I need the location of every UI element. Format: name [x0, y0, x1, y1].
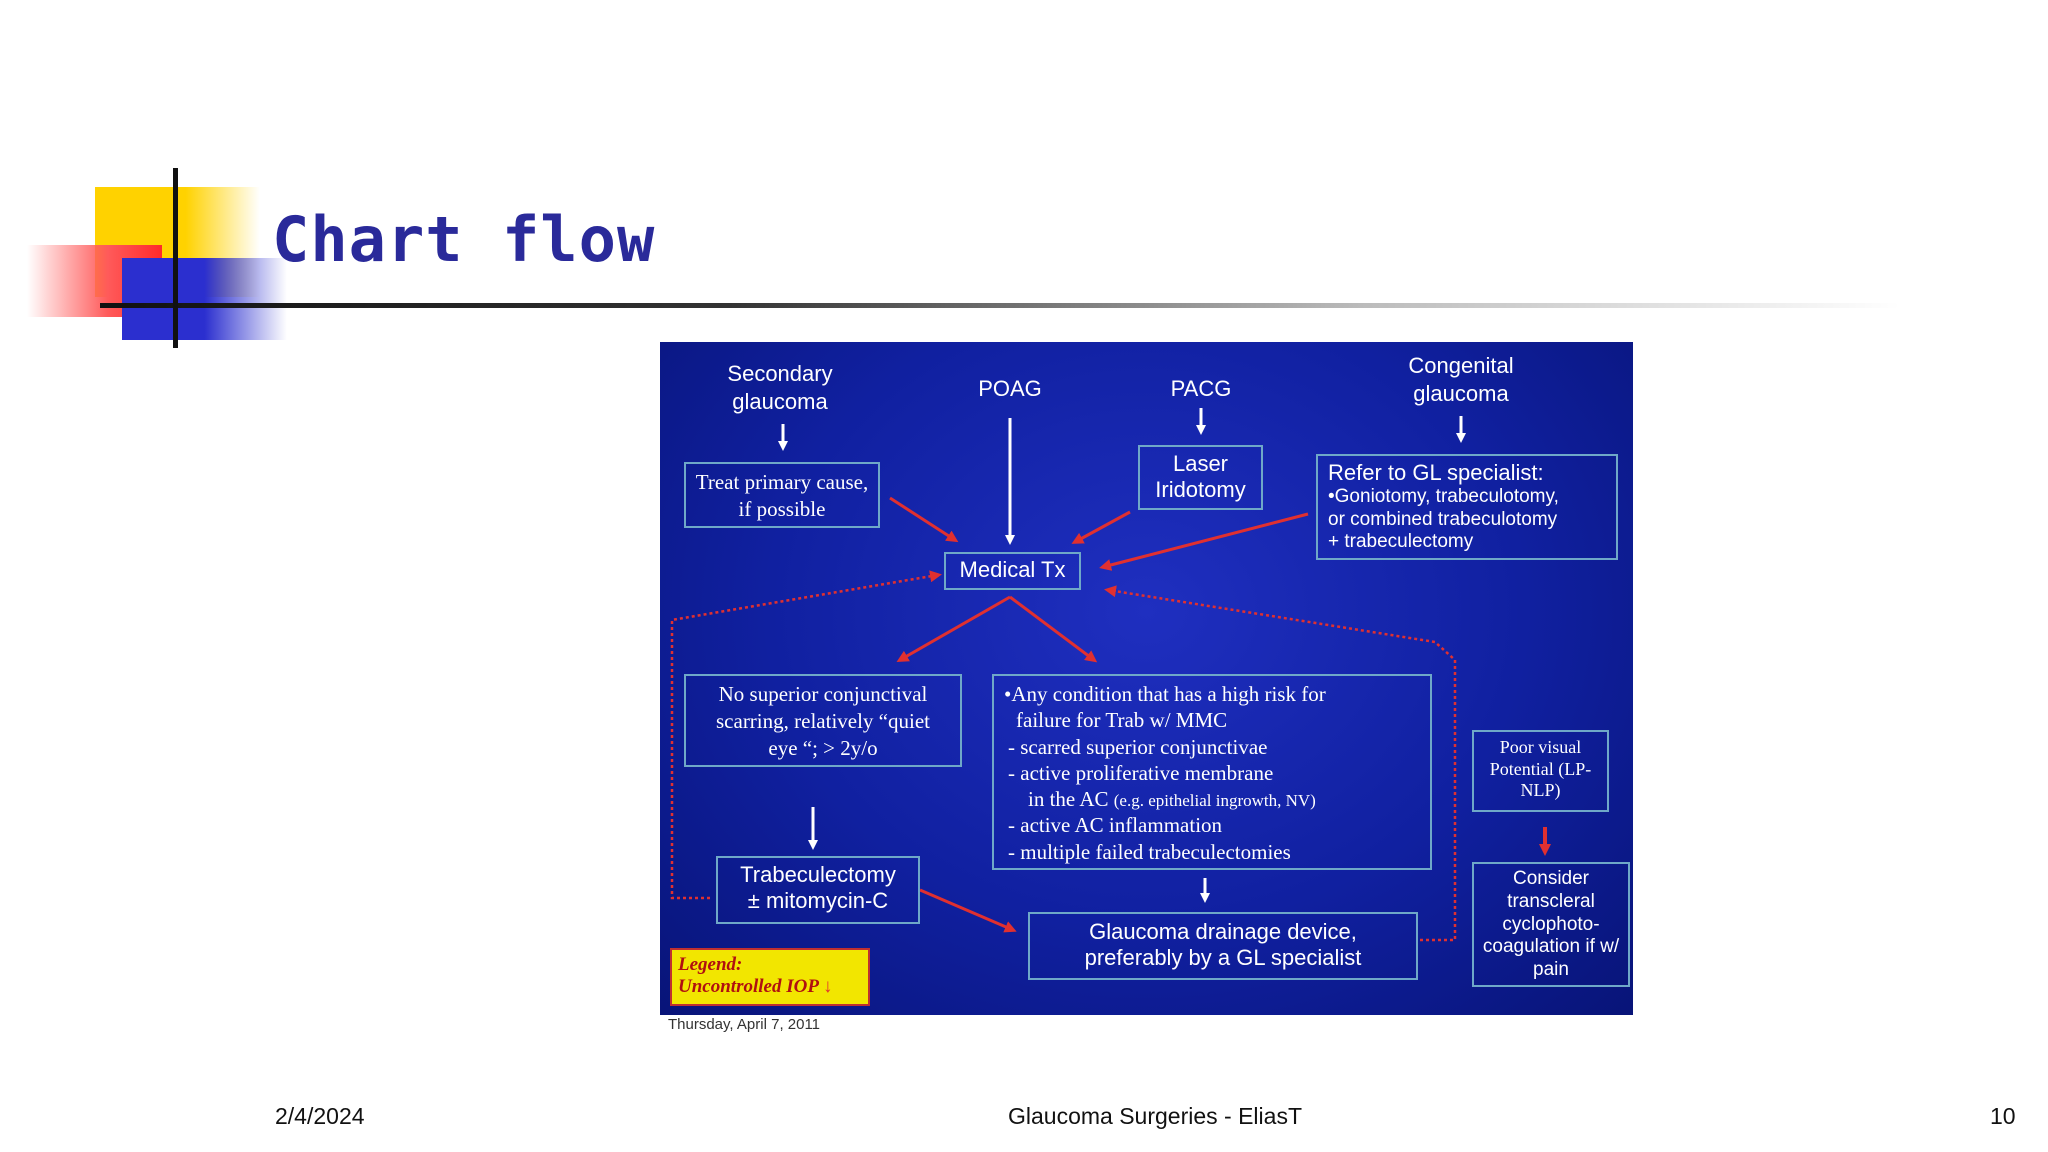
footer-date: 2/4/2024 [275, 1103, 365, 1129]
box-no-superior-scarring: No superior conjunctival scarring, relat… [684, 674, 962, 767]
legend-title: Legend: [678, 954, 743, 975]
cond-line-4: - active proliferative membrane [1008, 760, 1274, 785]
trabeculectomy-line-2: ± mitomycin-C [747, 888, 889, 914]
title-underline [100, 303, 1900, 308]
cond-line-1: •Any condition that has a high risk for [1004, 682, 1326, 706]
flowchart-image: Secondary glaucoma POAG PACG Congenital … [660, 342, 1633, 1015]
trabeculectomy-line-1: Trabeculectomy [740, 862, 896, 887]
refer-line-3: + trabeculectomy [1328, 531, 1474, 553]
box-treat-primary: Treat primary cause, if possible [684, 462, 880, 528]
arrow-medical-to-nosup [896, 595, 1011, 662]
box-laser-iridotomy: Laser Iridotomy [1138, 445, 1263, 510]
box-trabeculectomy: Trabeculectomy ± mitomycin-C [716, 856, 920, 924]
arrow-refer-to-medical [1099, 512, 1309, 571]
cond-line-6: - active AC inflammation [1008, 813, 1223, 838]
refer-title: Refer to GL specialist: [1328, 460, 1544, 485]
down-arrow-icon: ↓ [822, 975, 833, 997]
refer-line-2: or combined trabeculotomy [1328, 508, 1558, 530]
decor-vertical-line [173, 168, 178, 348]
box-medical-tx: Medical Tx [944, 552, 1081, 590]
cond-line-5: in the AC (e.g. epithelial ingrowth, NV) [1004, 786, 1420, 812]
footer-title: Glaucoma Surgeries - EliasT [1008, 1103, 1302, 1129]
arrow-medical-to-cond [1009, 595, 1098, 663]
arrow-laser-to-medical [1071, 510, 1131, 544]
label-pacg: PACG [1170, 376, 1232, 401]
label-secondary-glaucoma: Secondary glaucoma [727, 361, 833, 414]
cond-line-5-main: in the AC [1028, 787, 1109, 811]
cond-line-7: - multiple failed trabeculectomies [1008, 839, 1291, 864]
box-high-risk-conditions: •Any condition that has a high risk for … [992, 674, 1432, 870]
box-poor-visual-potential: Poor visual Potential (LP-NLP) [1472, 730, 1609, 812]
cond-line-2: failure for Trab w/ MMC [1016, 708, 1228, 733]
loop-trab-to-medical [670, 570, 942, 900]
box-consider-cyclophotocoagulation: Consider transcleral cyclophoto-coagulat… [1472, 862, 1630, 987]
decor-blue-square [122, 258, 287, 340]
legend: Legend: Uncontrolled IOP ↓ [670, 948, 870, 1006]
box-drainage-device: Glaucoma drainage device, preferably by … [1028, 912, 1418, 980]
flowchart-arrows [670, 408, 1551, 942]
arrow-trab-to-drainage [919, 888, 1017, 933]
slide-title: Chart flow [272, 203, 656, 276]
box-refer-specialist: Refer to GL specialist: •Goniotomy, trab… [1316, 454, 1618, 560]
diagram-date: Thursday, April 7, 2011 [668, 1016, 821, 1033]
refer-line-1: •Goniotomy, trabeculotomy, [1328, 486, 1559, 508]
cond-line-3: - scarred superior conjunctivae [1008, 734, 1268, 759]
label-poag: POAG [978, 376, 1042, 401]
legend-text: Uncontrolled IOP [678, 975, 819, 997]
legend-uncontrolled-iop: Uncontrolled IOP ↓ [678, 976, 862, 998]
arrow-treat-to-medical [889, 496, 959, 543]
label-congenital-glaucoma: Congenital glaucoma [1408, 353, 1514, 406]
loop-drainage-to-medical [1104, 585, 1457, 942]
page-number: 10 [1990, 1103, 2016, 1129]
cond-line-5-small: (e.g. epithelial ingrowth, NV) [1113, 791, 1316, 810]
